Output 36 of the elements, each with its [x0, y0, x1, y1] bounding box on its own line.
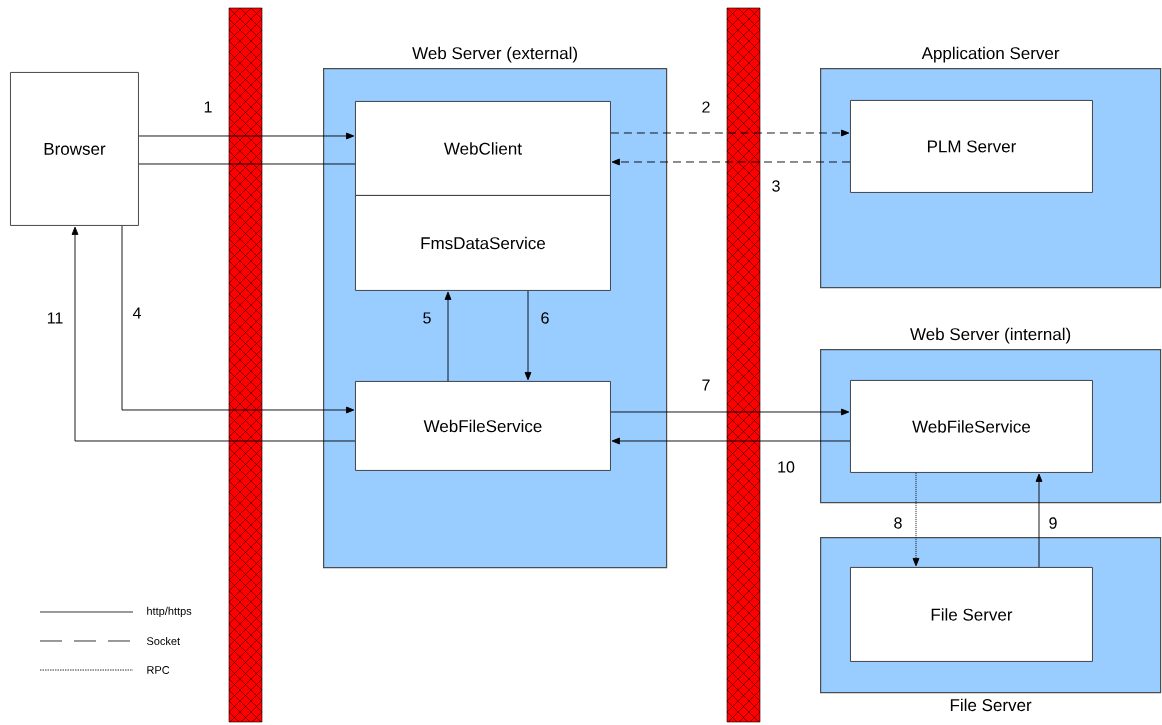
component-box: File Server — [850, 567, 1093, 662]
arrow — [138, 132, 355, 140]
component-box: FmsDataService — [355, 195, 611, 291]
arrow — [610, 129, 850, 137]
arrow — [71, 226, 356, 442]
edge-label: 11 — [47, 312, 63, 324]
edge-label: 8 — [894, 517, 902, 529]
arrow — [912, 472, 920, 567]
arrow — [611, 437, 851, 445]
legend-label: Socket — [146, 636, 180, 646]
edge-label: 3 — [772, 180, 780, 192]
arrow — [1035, 473, 1043, 568]
arrow — [444, 291, 452, 382]
legend-label: RPC — [147, 666, 170, 674]
arrow — [524, 290, 532, 381]
edge-label: 9 — [1049, 517, 1057, 529]
arrow — [610, 408, 850, 416]
component-box: WebClient — [355, 101, 611, 196]
node-label: Application Server — [921, 46, 1060, 63]
node-label: File Server — [950, 698, 1032, 712]
component-box: WebFileService — [850, 380, 1093, 473]
arrow — [121, 225, 355, 414]
edge-label: 6 — [541, 312, 549, 324]
edge-label: 10 — [778, 461, 795, 473]
client-box: Browser — [10, 72, 139, 226]
edge-label: 7 — [702, 379, 710, 391]
component-box: WebFileService — [355, 381, 611, 471]
edge-label: 2 — [702, 101, 710, 113]
component-box: PLM Server — [850, 100, 1093, 193]
node-label: Web Server (external) — [412, 46, 578, 63]
edge-label: 4 — [132, 307, 141, 319]
edge-label: 1 — [204, 101, 212, 113]
legend-label: http/https — [147, 606, 192, 618]
arrow — [611, 158, 851, 166]
node-label: Web Server (internal) — [910, 327, 1071, 344]
edge-label: 5 — [423, 312, 431, 324]
